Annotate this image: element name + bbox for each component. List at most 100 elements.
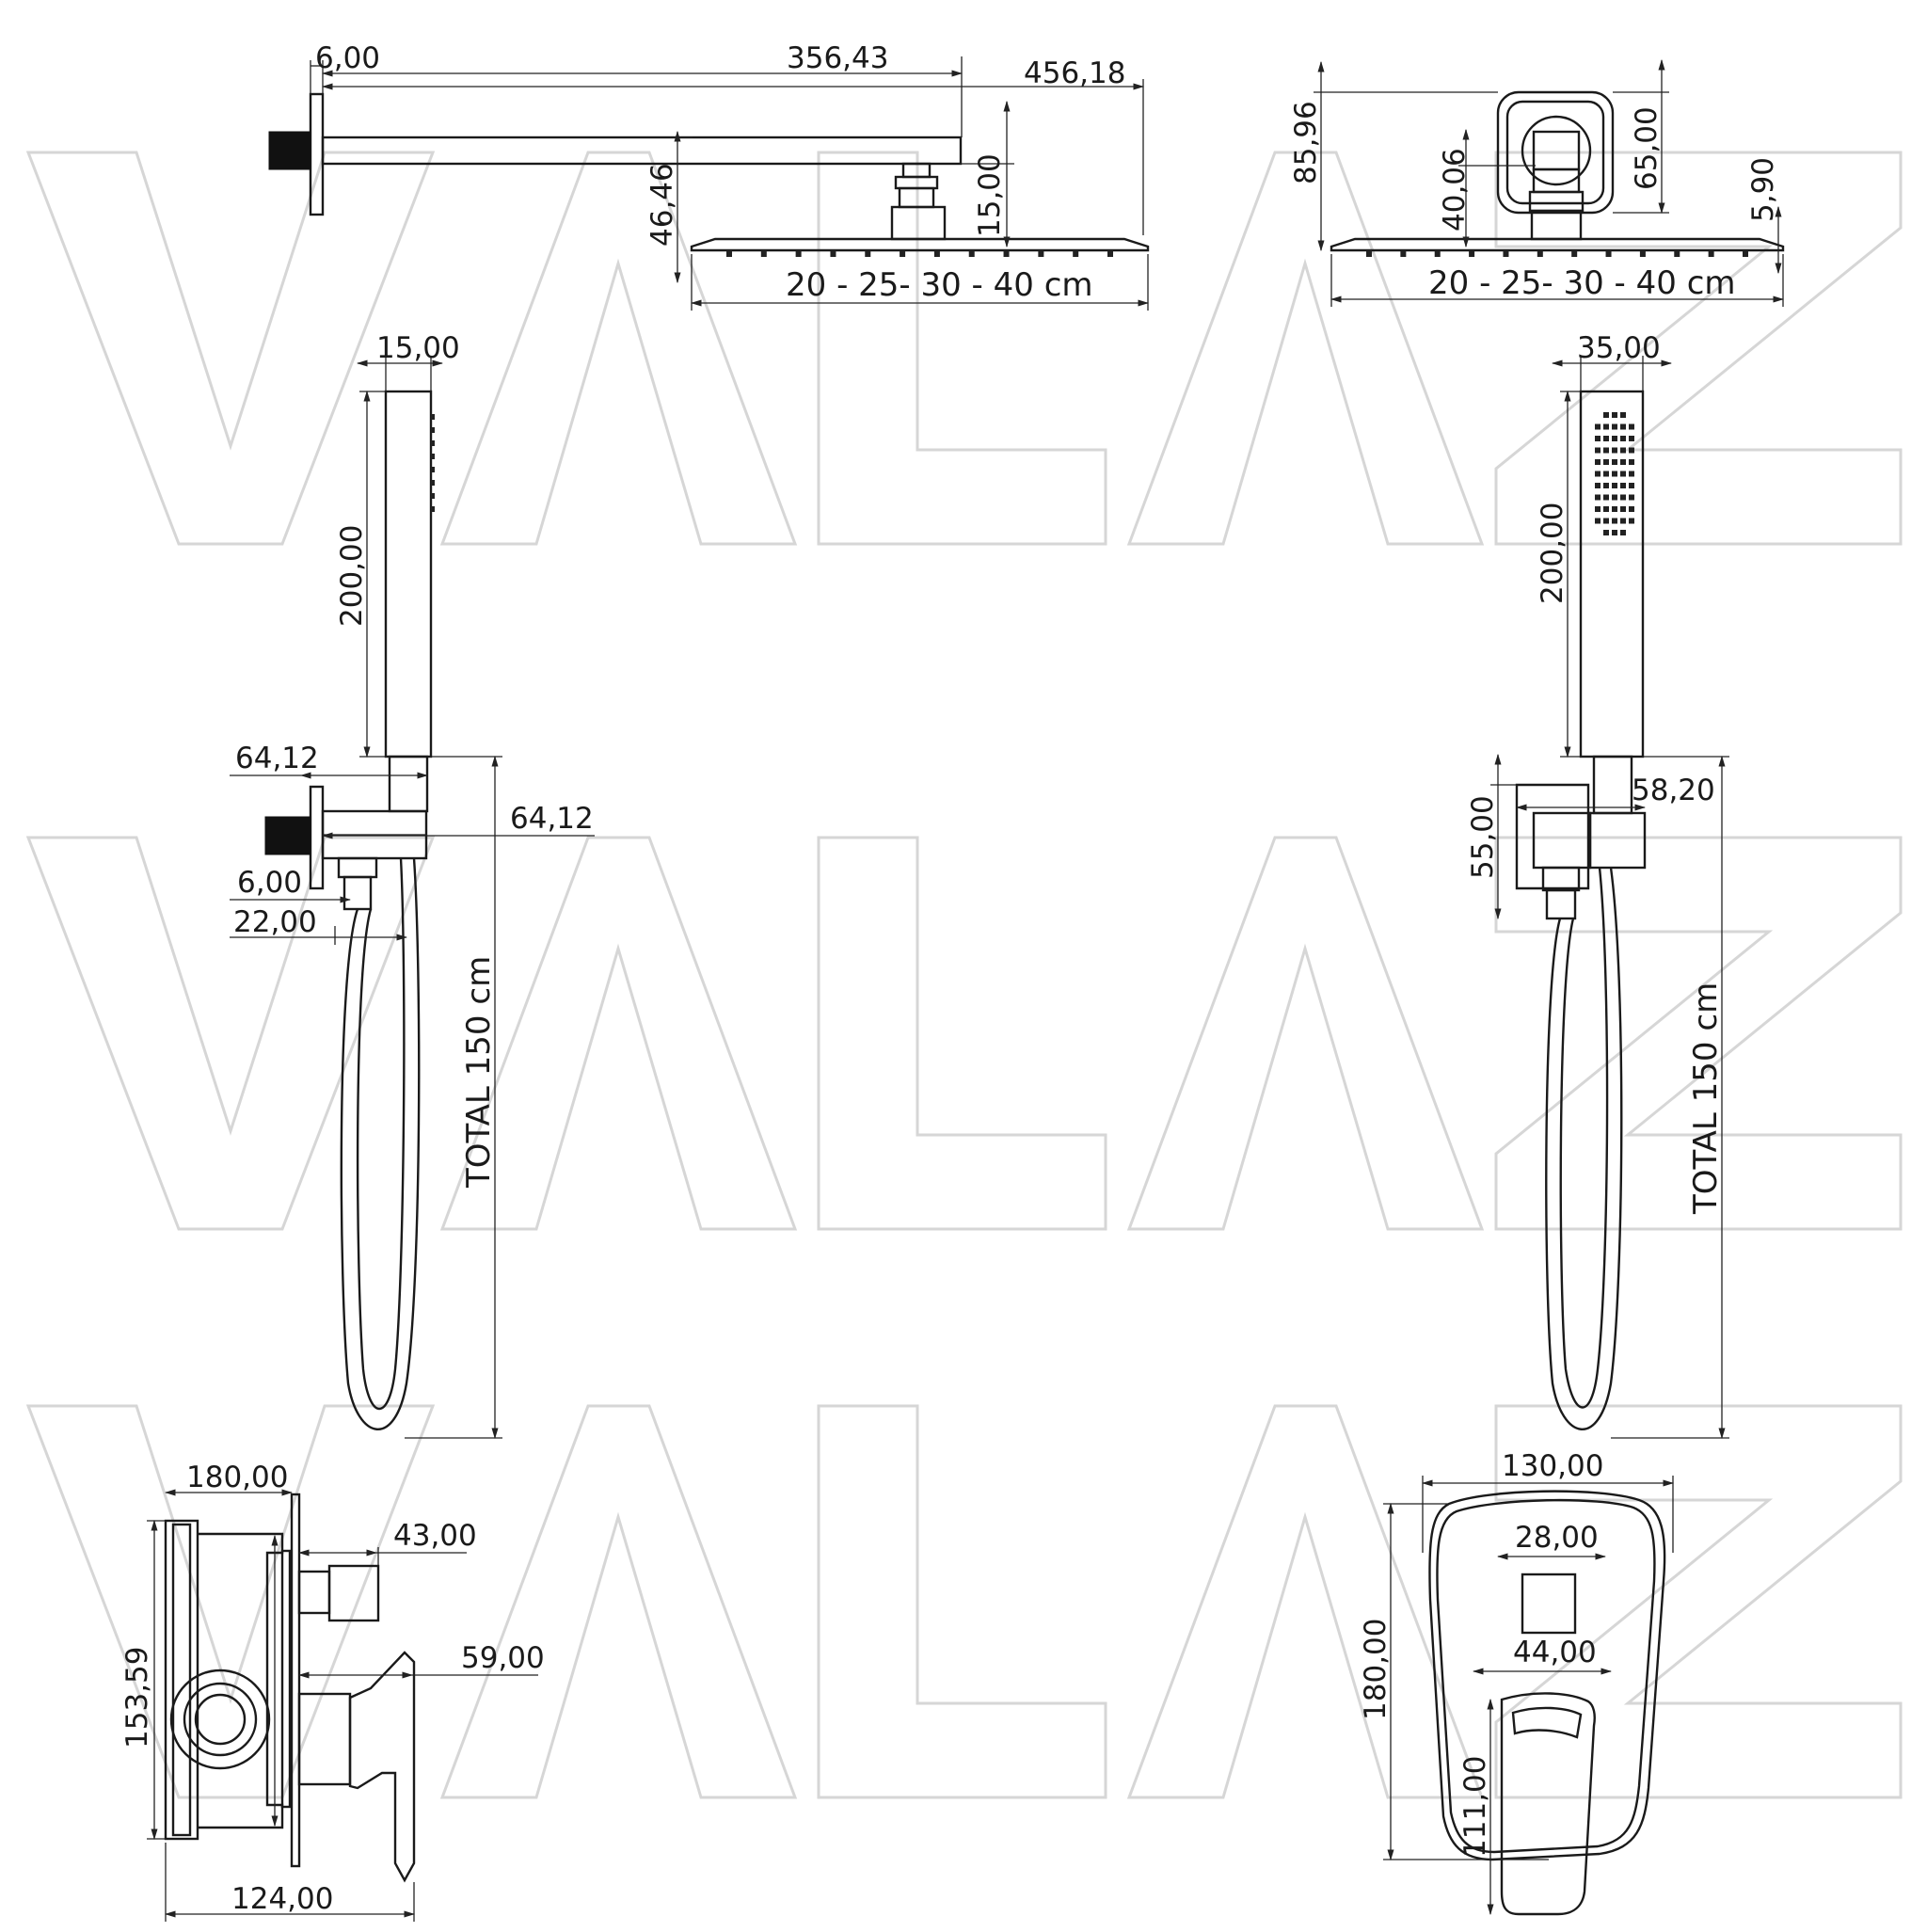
spray-nozzle bbox=[1620, 518, 1626, 524]
nozzle bbox=[1674, 250, 1680, 257]
nozzle bbox=[1469, 250, 1475, 257]
dim-lever-depth: 59,00 bbox=[461, 1641, 545, 1675]
dim-front-length: 200,00 bbox=[1536, 503, 1569, 604]
nozzle bbox=[1537, 250, 1543, 257]
watermark-letter bbox=[25, 151, 436, 546]
dim-holder-right: 64,12 bbox=[510, 802, 594, 836]
spray-nozzle bbox=[1612, 518, 1617, 524]
spray-nozzle bbox=[1629, 471, 1634, 477]
dim-lever-width: 44,00 bbox=[1513, 1636, 1597, 1669]
spray-dot bbox=[431, 506, 435, 512]
mixer-side-view: 180,00 43,00 59,00 153,59 124,00 bbox=[120, 1461, 545, 1922]
arm-section bbox=[1532, 130, 1581, 171]
nozzle bbox=[1743, 250, 1748, 257]
dim-total-length: 456,18 bbox=[1024, 56, 1125, 90]
nozzle bbox=[933, 250, 940, 257]
nozzles bbox=[726, 250, 1113, 257]
dim-drop-height: 46,46 bbox=[645, 163, 679, 247]
dim-front-height: 85,96 bbox=[1289, 101, 1323, 184]
spray-nozzle bbox=[1620, 447, 1626, 454]
spray-dot bbox=[431, 440, 435, 446]
spray-nozzle bbox=[1595, 423, 1601, 430]
spray-nozzle bbox=[1629, 459, 1634, 465]
nozzle bbox=[1434, 250, 1441, 257]
watermark-letter bbox=[1494, 1404, 1903, 1799]
spray-nozzle bbox=[1603, 518, 1609, 524]
watermark-letter bbox=[25, 836, 436, 1231]
spray-nozzle bbox=[1595, 506, 1601, 512]
spray-nozzle bbox=[1620, 436, 1626, 441]
mixer-cartridge-box bbox=[198, 1532, 284, 1829]
nozzle bbox=[830, 250, 836, 257]
spray-dot bbox=[431, 493, 435, 499]
dim-hose-length: TOTAL 150 cm bbox=[460, 956, 498, 1189]
spray-nozzle bbox=[1629, 423, 1634, 430]
dim-mixer-body: 124,00 bbox=[231, 1882, 333, 1916]
spray-nozzle bbox=[1603, 447, 1609, 454]
holder-cube bbox=[1588, 811, 1647, 870]
spray-nozzle bbox=[1629, 483, 1634, 488]
spray-nozzle bbox=[1612, 412, 1617, 418]
spray-nozzle bbox=[1603, 506, 1609, 512]
spray-nozzle bbox=[1612, 530, 1617, 535]
watermark-letter bbox=[1126, 836, 1485, 1231]
shower-head-front-view: 85,96 40,06 65,00 5,90 20 - 25- 30 - 40 … bbox=[1289, 58, 1785, 307]
spray-nozzle bbox=[1629, 436, 1634, 441]
thread-connector bbox=[268, 131, 311, 170]
spray-nozzle bbox=[1620, 494, 1626, 501]
spray-nozzle bbox=[1603, 483, 1609, 488]
nozzle bbox=[760, 250, 767, 257]
spray-dot bbox=[431, 467, 435, 472]
hand-shower-front-view: 35,00 200,00 58,20 55,00 TOTAL 150 cm bbox=[1466, 331, 1729, 1440]
nozzle bbox=[1003, 250, 1010, 257]
spray-nozzle bbox=[1612, 471, 1617, 477]
spray-nozzle bbox=[1629, 506, 1634, 512]
dim-knob-width: 28,00 bbox=[1515, 1521, 1599, 1555]
dim-plate: 6,00 bbox=[237, 866, 302, 900]
nozzle bbox=[1571, 250, 1578, 257]
dim-head-size: 20 - 25- 30 - 40 cm bbox=[786, 266, 1093, 304]
spray-nozzle bbox=[1603, 530, 1609, 535]
dim-arm-length: 356,43 bbox=[787, 41, 888, 75]
watermark-letter bbox=[1494, 836, 1903, 1231]
spray-nozzle bbox=[1595, 483, 1601, 488]
watermark-letter bbox=[817, 836, 1107, 1231]
dim-outlet: 22,00 bbox=[233, 905, 317, 939]
spray-dot bbox=[431, 480, 435, 486]
spray-nozzle bbox=[1595, 494, 1601, 501]
dim-neck: 15,00 bbox=[973, 153, 1007, 237]
dim-knob-depth: 43,00 bbox=[393, 1519, 477, 1553]
nozzle bbox=[1366, 250, 1372, 257]
spray-nozzle bbox=[1629, 494, 1634, 501]
spray-nozzle bbox=[1620, 506, 1626, 512]
watermark-letter bbox=[439, 836, 798, 1231]
dim-head-size-front: 20 - 25- 30 - 40 cm bbox=[1428, 264, 1736, 302]
shower-hose bbox=[340, 857, 421, 1430]
shower-head-plate-front bbox=[1330, 237, 1785, 252]
wall-plate bbox=[309, 92, 325, 216]
hand-shower-side-view: 15,00 200,00 64,12 64,12 6,00 22,00 TOTA… bbox=[230, 331, 595, 1440]
dim-holder-top: 64,12 bbox=[235, 742, 319, 775]
dim-front-width: 35,00 bbox=[1577, 331, 1661, 365]
spray-nozzle bbox=[1595, 518, 1601, 524]
spray-nozzle bbox=[1603, 436, 1609, 441]
spray-dot bbox=[431, 427, 435, 433]
spray-nozzle bbox=[1620, 483, 1626, 488]
nozzle bbox=[1503, 250, 1509, 257]
dim-flange: 65,00 bbox=[1630, 106, 1664, 190]
dim-mixer-depth: 180,00 bbox=[186, 1461, 288, 1494]
dim-holder-width: 58,20 bbox=[1632, 774, 1715, 807]
nozzle bbox=[1639, 250, 1646, 257]
spray-nozzle bbox=[1620, 530, 1626, 535]
dim-lever-height: 111,00 bbox=[1458, 1756, 1492, 1858]
dim-mixer-width: 130,00 bbox=[1502, 1449, 1603, 1483]
watermark-letter bbox=[817, 151, 1107, 546]
spray-nozzle bbox=[1603, 494, 1609, 501]
spray-nozzle bbox=[1603, 459, 1609, 465]
watermark-letter bbox=[1126, 1404, 1485, 1799]
spray-nozzle bbox=[1629, 518, 1634, 524]
diverter-knob bbox=[327, 1564, 380, 1622]
spray-nozzle bbox=[1620, 423, 1626, 430]
cartridge-inner-ring bbox=[194, 1693, 247, 1746]
